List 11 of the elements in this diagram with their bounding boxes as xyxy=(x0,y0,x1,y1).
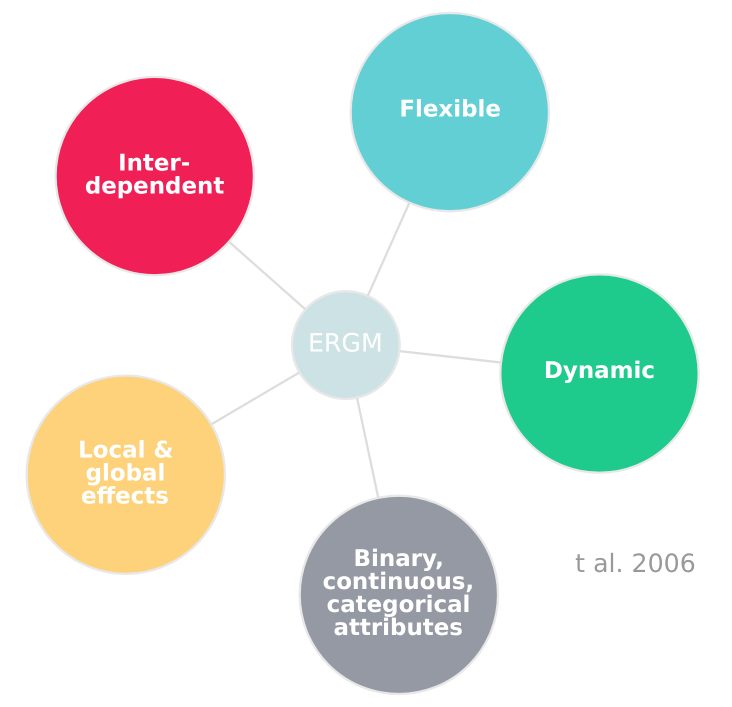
node-circle: Inter- dependent xyxy=(54,76,256,276)
label: t al. 2006 xyxy=(575,549,696,578)
connector xyxy=(356,398,380,498)
connector xyxy=(210,372,300,426)
connector xyxy=(228,241,306,310)
connector xyxy=(399,350,501,364)
node-circle: Dynamic xyxy=(499,273,700,474)
node-circle: Binary, continuous, categorical attributes xyxy=(298,494,500,696)
node-circle: Flexible xyxy=(349,12,550,212)
connector xyxy=(366,202,410,296)
node-circle: Local & global effects xyxy=(25,374,226,576)
